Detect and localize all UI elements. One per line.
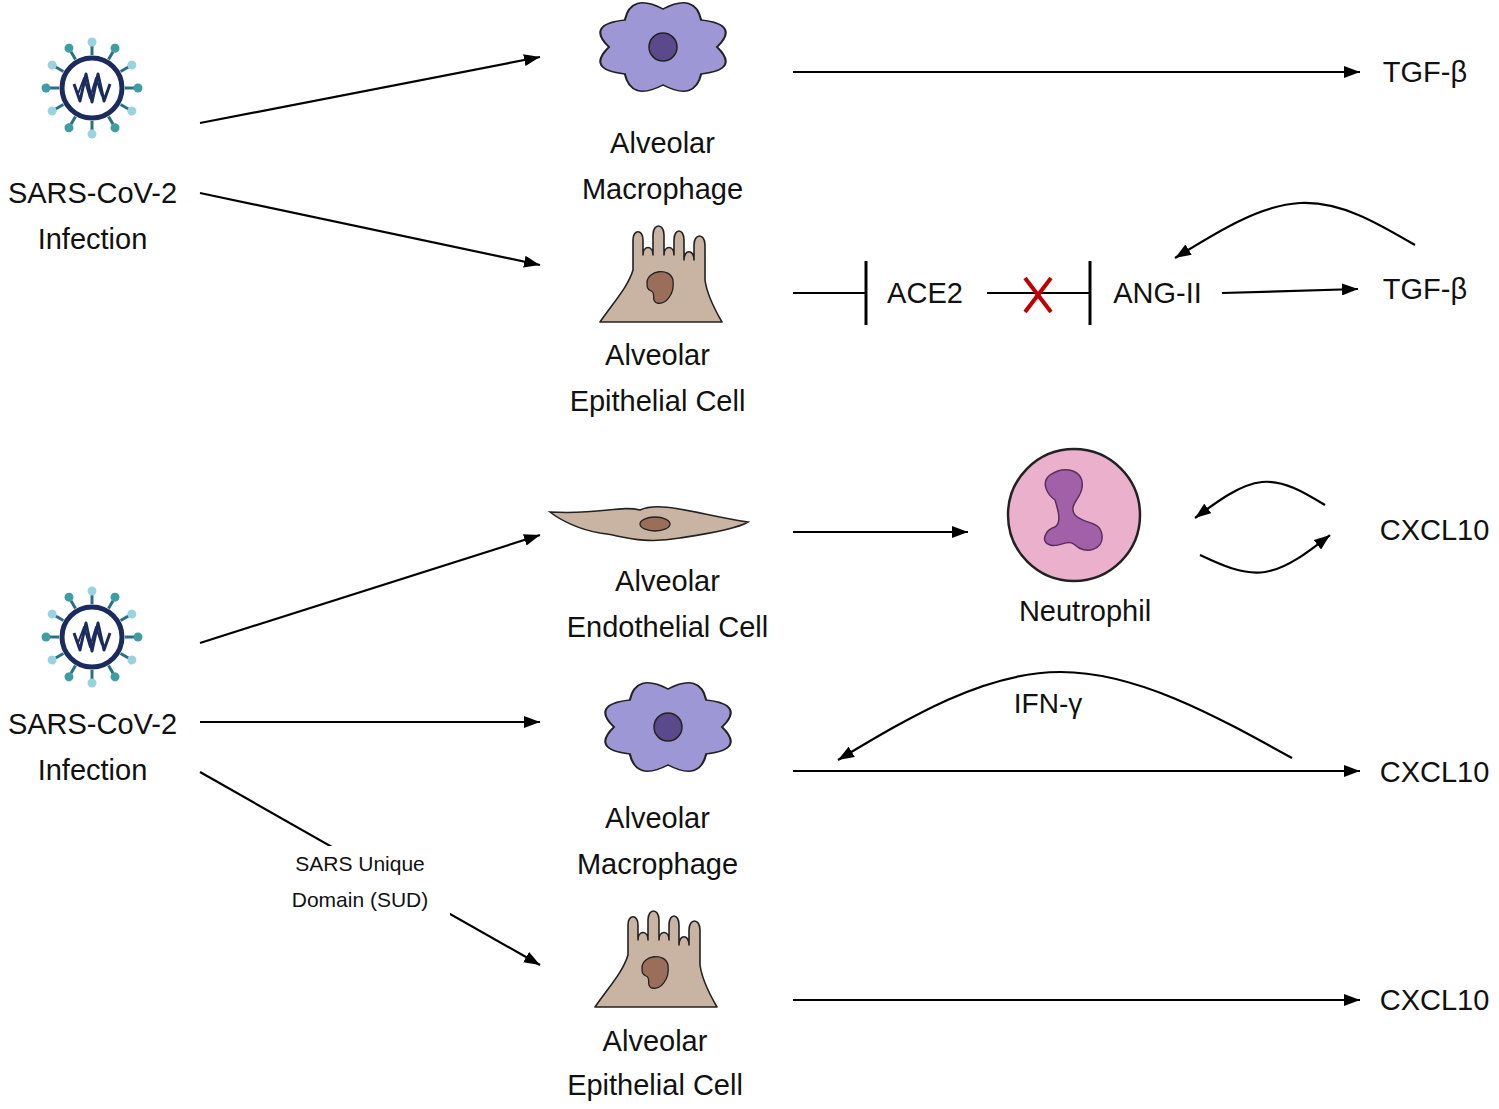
arrow-connector <box>1222 289 1358 293</box>
blocked-mark <box>1025 278 1051 312</box>
node-label: Alveolar Epithelial Cell <box>553 1019 758 1107</box>
arrow-connector <box>200 535 540 643</box>
endothelial-illustration <box>550 507 748 541</box>
macrophage-illustration <box>600 3 725 91</box>
arrow-connector <box>200 193 540 265</box>
arrow-connector <box>793 770 1360 772</box>
node-text-group: Alveolar Macrophage <box>560 120 765 212</box>
macrophage-illustration <box>605 683 730 771</box>
node-text-group: Alveolar Endothelial Cell <box>548 558 788 650</box>
text-node: CXCL10 <box>1370 978 1499 1022</box>
text-node: ANG-II <box>1095 271 1220 315</box>
node-text-group: CXCL10 <box>1380 750 1490 794</box>
node-text-group: Alveolar Epithelial Cell <box>555 332 760 424</box>
node-text-group: Alveolar Epithelial Cell <box>553 1019 758 1107</box>
cell-node: Alveolar Endothelial Cell <box>540 495 795 650</box>
node-label: CXCL10 <box>1380 508 1490 552</box>
text-node: ACE2 <box>870 271 980 315</box>
node-label: SARS-CoV-2 Infection <box>0 701 185 793</box>
inhibition-connector <box>793 292 866 294</box>
arrow-connector <box>838 672 1292 760</box>
node-label: Alveolar Macrophage <box>555 795 760 887</box>
node-label: CXCL10 <box>1380 750 1490 794</box>
arrow-connector <box>200 772 540 965</box>
edge-label: IFN-γ <box>990 684 1106 724</box>
node-label: SARS-CoV-2 Infection <box>0 170 185 262</box>
arrow-connector <box>1195 482 1325 518</box>
node-text-group: SARS-CoV-2 Infection <box>0 170 185 262</box>
cell-node: SARS-CoV-2 Infection <box>0 585 185 793</box>
arrow-connector <box>1200 535 1330 573</box>
arrow-connector <box>793 531 968 533</box>
node-text-group: SARS-CoV-2 Infection <box>0 701 185 793</box>
cell-node: Alveolar Macrophage <box>545 670 770 887</box>
cell-node: SARS-CoV-2 Infection <box>0 30 185 262</box>
text-node: CXCL10 <box>1370 508 1499 552</box>
cell-node: Alveolar Epithelial Cell <box>540 222 775 424</box>
node-text-group: TGF-β <box>1383 267 1467 311</box>
node-label: ACE2 <box>887 271 963 315</box>
node-text-group: ACE2 <box>887 271 963 315</box>
cell-node: Alveolar Macrophage <box>555 0 770 212</box>
node-label: Alveolar Endothelial Cell <box>548 558 788 650</box>
arrow-connector <box>793 71 1360 73</box>
node-text-group: CXCL10 <box>1380 508 1490 552</box>
arrow-connector <box>793 999 1360 1001</box>
cell-node: Alveolar Epithelial Cell <box>540 905 770 1107</box>
node-label: CXCL10 <box>1380 978 1490 1022</box>
neutrophil-illustration <box>1008 449 1140 581</box>
virus-icon <box>42 38 143 139</box>
node-text-group: TGF-β <box>1383 50 1467 94</box>
arrow-connector <box>200 721 540 723</box>
epithelial-illustration <box>600 226 722 322</box>
arrow-connector <box>200 57 540 123</box>
node-text-group: Alveolar Macrophage <box>555 795 760 887</box>
node-text-group: Neutrophil <box>1019 588 1151 634</box>
cell-node: Neutrophil <box>990 445 1180 634</box>
node-text-group: ANG-II <box>1113 271 1202 315</box>
node-label: ANG-II <box>1113 271 1202 315</box>
inhibition-connector <box>987 292 1090 294</box>
arrow-connector <box>1175 203 1415 258</box>
edge-label: SARS Unique Domain (SUD) <box>270 846 450 918</box>
node-label: TGF-β <box>1383 267 1467 311</box>
text-node: TGF-β <box>1365 267 1485 311</box>
text-node: TGF-β <box>1365 50 1485 94</box>
node-label: Neutrophil <box>1019 588 1151 634</box>
node-label: Alveolar Macrophage <box>560 120 765 212</box>
node-text-group: CXCL10 <box>1380 978 1490 1022</box>
node-label: TGF-β <box>1383 50 1467 94</box>
epithelial-illustration <box>595 911 717 1007</box>
node-label: Alveolar Epithelial Cell <box>555 332 760 424</box>
virus-icon <box>42 587 143 688</box>
text-node: CXCL10 <box>1370 750 1499 794</box>
